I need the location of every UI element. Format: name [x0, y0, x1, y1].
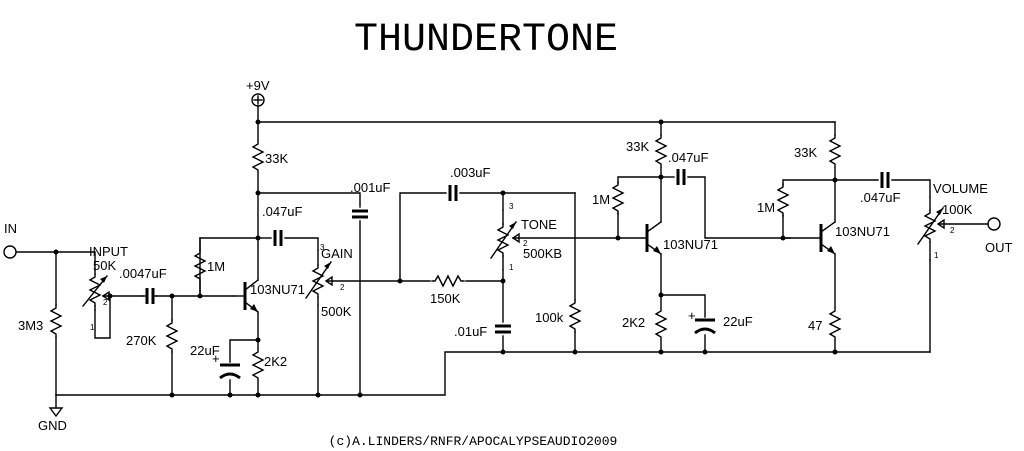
transistor-q2: 103NU71 — [645, 221, 718, 255]
label-pot-input-val: 50K — [93, 258, 116, 273]
label-33k-c: 33K — [794, 145, 817, 160]
output-label: OUT — [985, 240, 1013, 255]
label-33k-b: 33K — [626, 139, 649, 154]
label-pot-volume-val: 100K — [942, 202, 973, 217]
label-q2: 103NU71 — [663, 237, 718, 252]
resistor-33k-q2: 33K — [626, 134, 667, 168]
resistor-2k2-q1: 2K2 — [252, 348, 287, 382]
label-c047-c: .047uF — [860, 190, 901, 205]
output-jack: OUT — [985, 217, 1013, 255]
label-pot-input: INPUT — [89, 244, 128, 259]
label-2k2-b: 2K2 — [622, 315, 645, 330]
resistor-100k: 100k — [535, 299, 581, 333]
label-pot-gain-val: 500K — [321, 304, 352, 319]
label-c22u-b: 22uF — [723, 314, 753, 329]
cap-001: .001uF — [350, 180, 391, 219]
label-pot-gain: GAIN — [321, 246, 353, 261]
cap-003: .003uF — [448, 165, 491, 203]
label-100k: 100k — [535, 310, 564, 325]
supply-symbol: +9V — [246, 78, 270, 107]
label-q3: 103NU71 — [835, 224, 890, 239]
label-c047-b: .047uF — [668, 150, 709, 165]
pin-label: 2 — [523, 239, 528, 248]
ground-label: GND — [38, 418, 67, 433]
label-3m3: 3M3 — [18, 318, 43, 333]
pin-label: 1 — [509, 263, 514, 272]
cap-047-c: .047uF — [860, 170, 901, 205]
input-label: IN — [4, 221, 17, 236]
resistor-3m3: 3M3 — [18, 304, 62, 338]
label-47: 47 — [808, 318, 822, 333]
resistor-33k-q3: 33K — [794, 134, 841, 168]
label-270k: 270K — [126, 333, 157, 348]
pin-label: 3 — [320, 243, 325, 252]
resistor-47: 47 — [808, 307, 841, 341]
pot-tone: TONE 500KB 3 2 1 — [490, 202, 562, 272]
cap-0047: .0047uF — [119, 266, 167, 306]
label-c047-a: .047uF — [262, 204, 303, 219]
label-c01: .01uF — [454, 324, 487, 339]
credit-text: (c)A.LINDERS/RNFR/APOCALYPSEAUDIO2009 — [329, 434, 618, 449]
label-33k-a: 33K — [265, 151, 288, 166]
label-c001: .001uF — [350, 180, 391, 195]
resistor-2k2-q2: 2K2 — [622, 307, 667, 341]
resistor-270k: 270K — [126, 319, 178, 353]
pin-label: 2 — [340, 283, 345, 292]
pin-label: 3 — [509, 202, 514, 211]
resistor-1m-q1: 1M — [194, 237, 225, 297]
label-c0047: .0047uF — [119, 266, 167, 281]
supply-label: +9V — [246, 78, 270, 93]
pin-label: 2 — [103, 298, 108, 307]
transistor-q1: 103NU71 — [234, 279, 305, 313]
transistor-q3: 103NU71 — [782, 221, 890, 255]
label-c003: .003uF — [450, 165, 491, 180]
label-150k: 150K — [430, 291, 461, 306]
label-c22u-a: 22uF — [190, 343, 220, 358]
resistor-33k-q1: 33K — [252, 140, 288, 174]
cap-01: .01uF — [454, 324, 513, 339]
pin-label: 1 — [90, 323, 95, 332]
input-jack: IN — [3, 221, 17, 259]
cap-047-b: .047uF — [668, 150, 709, 187]
label-1m-c: 1M — [757, 200, 775, 215]
resistor-1m-q3: 1M — [757, 183, 789, 217]
svg-text:+: + — [212, 351, 220, 366]
label-1m-b: 1M — [592, 192, 610, 207]
pin-label: 1 — [934, 251, 939, 260]
resistor-1m-q2: 1M — [592, 181, 624, 215]
svg-text:+: + — [688, 308, 696, 323]
label-1m-a: 1M — [207, 259, 225, 274]
label-2k2-a: 2K2 — [264, 354, 287, 369]
label-pot-tone-val: 500KB — [523, 246, 562, 261]
cap-22u-b: + 22uF — [688, 308, 753, 335]
pin-label: 2 — [950, 226, 955, 235]
ground-symbol: GND — [38, 407, 67, 433]
pot-input: INPUT 50K 2 1 — [82, 244, 128, 332]
label-pot-tone: TONE — [521, 217, 557, 232]
pot-gain: GAIN 500K 3 2 — [305, 243, 353, 319]
junctions — [53, 119, 838, 398]
resistor-150k: 150K — [430, 275, 465, 306]
schematic-title: THUNDERTONE — [354, 18, 618, 63]
cap-047-a: .047uF — [262, 204, 303, 248]
pot-volume: VOLUME 100K 2 1 — [917, 181, 988, 261]
cap-22u-a: + 22uF — [190, 343, 241, 380]
label-q1: 103NU71 — [250, 282, 305, 297]
label-pot-volume: VOLUME — [933, 181, 988, 196]
